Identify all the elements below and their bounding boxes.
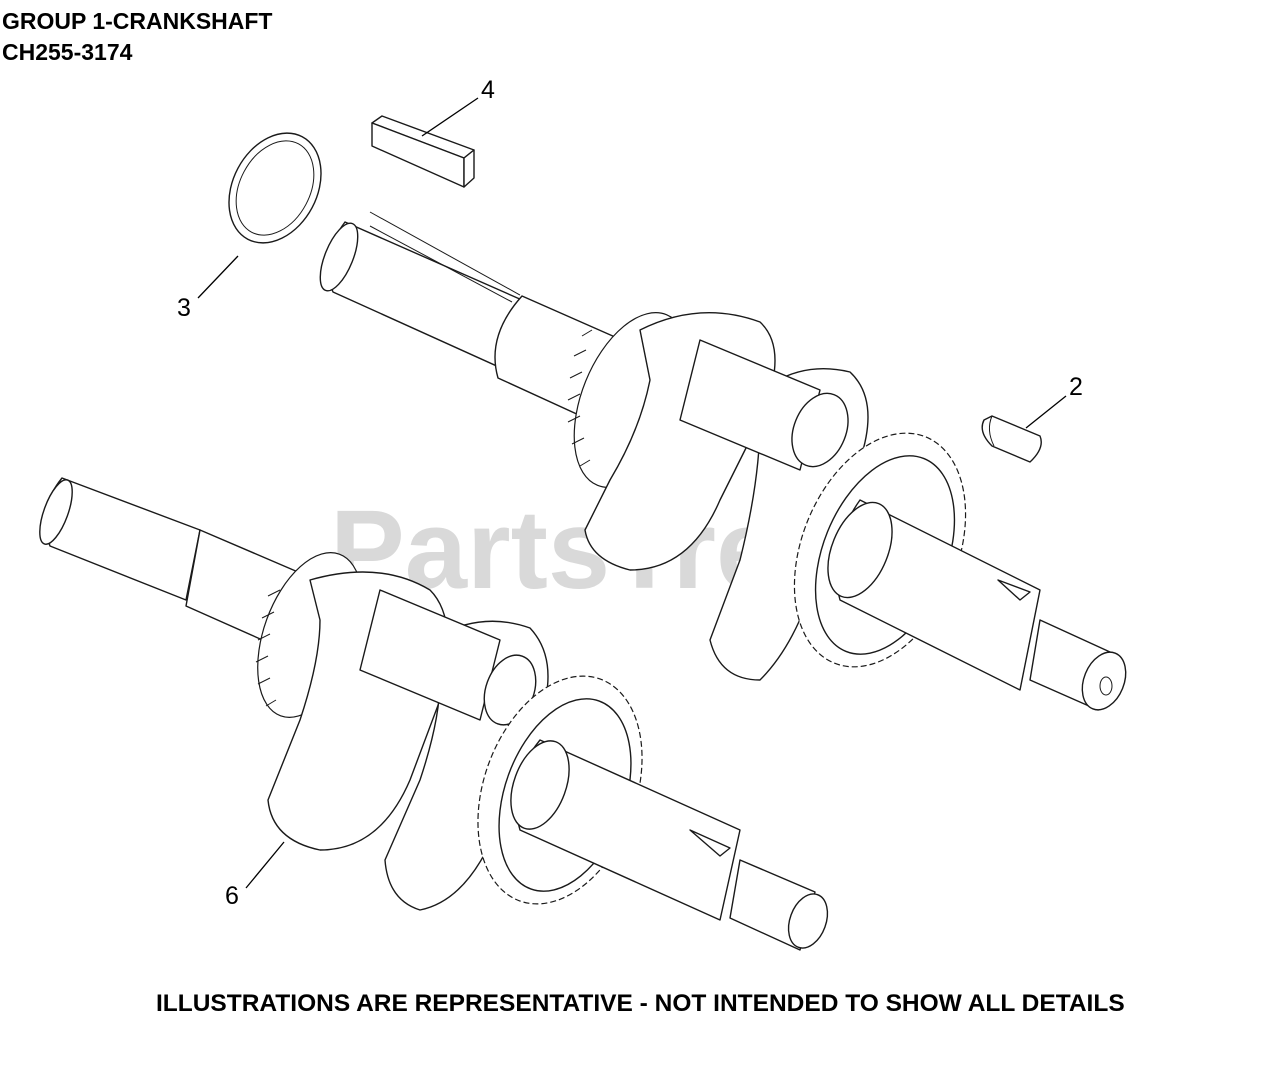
crankshaft-lower[interactable]: [33, 476, 834, 954]
part-3-washer[interactable]: [211, 117, 340, 259]
callout-6[interactable]: 6: [225, 882, 239, 910]
leader-2: [1025, 395, 1067, 429]
part-4-key[interactable]: [371, 115, 475, 188]
callout-4[interactable]: 4: [481, 76, 495, 104]
leader-6: [245, 841, 285, 889]
leader-3: [197, 255, 239, 299]
leader-4: [421, 97, 479, 137]
footer-disclaimer: ILLUSTRATIONS ARE REPRESENTATIVE - NOT I…: [156, 990, 1125, 1017]
title-block: GROUP 1-CRANKSHAFT CH255-3174: [2, 6, 272, 68]
part-2-woodruff-key[interactable]: [981, 415, 1042, 463]
model-number: CH255-3174: [2, 39, 133, 65]
page-title: GROUP 1-CRANKSHAFT: [2, 8, 273, 34]
callout-2[interactable]: 2: [1069, 373, 1083, 401]
crankshaft-upper[interactable]: [313, 211, 1134, 716]
callout-3[interactable]: 3: [177, 294, 191, 322]
